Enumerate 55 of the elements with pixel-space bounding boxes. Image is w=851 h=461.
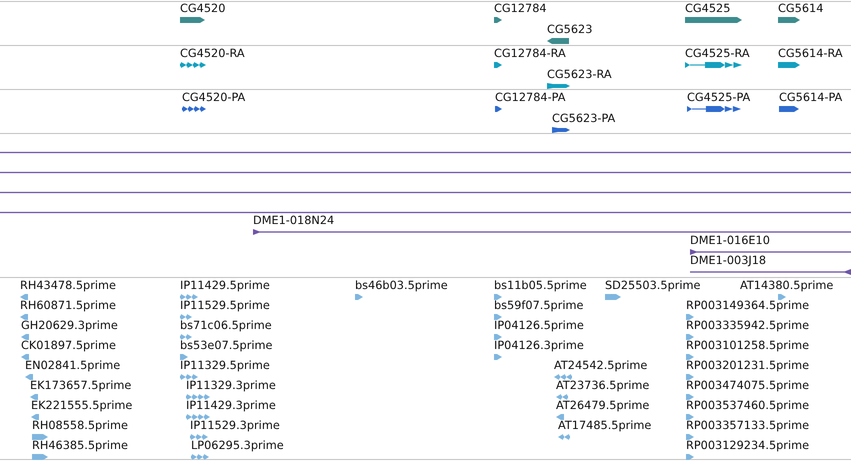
feature-label: CG5614-RA [778, 47, 843, 60]
feature-label: RP003537460.5prime [686, 399, 810, 412]
feature-label: RH46385.5prime [32, 439, 128, 452]
feature-label: DME1-018N24 [253, 214, 334, 227]
feature-label: RP003129234.5prime [686, 439, 810, 452]
feature-label: CK01897.5prime [21, 339, 116, 352]
feature-label: AT26479.5prime [556, 399, 650, 412]
feature-label: IP11429.5prime [180, 279, 270, 292]
feature-label: EK173657.5prime [30, 379, 132, 392]
feature-label: GH20629.3prime [21, 319, 118, 332]
feature-label: CG5614 [778, 2, 824, 15]
feature-label: CG4525-PA [687, 91, 750, 104]
feature-label: DME1-016E10 [690, 234, 770, 247]
feature-label: bs11b05.5prime [494, 279, 587, 292]
feature-label: RH60871.5prime [20, 299, 116, 312]
feature-label: bs46b03.5prime [355, 279, 448, 292]
feature-label: IP11429.3prime [186, 399, 276, 412]
feature-label: CG4525 [685, 2, 730, 15]
feature-label: SD25503.5prime [605, 279, 700, 292]
feature-label: CG12784 [494, 2, 547, 15]
feature-label: CG4520 [180, 2, 226, 15]
feature-label: IP11329.5prime [180, 359, 270, 372]
feature-label: CG5623-PA [552, 112, 616, 125]
feature-label: bs71c06.5prime [180, 319, 272, 332]
feature-label: RP003474075.5prime [686, 379, 810, 392]
feature-label: bs59f07.5prime [494, 299, 584, 312]
feature-label: CG5623 [547, 23, 592, 36]
feature-label: RP003335942.5prime [686, 319, 810, 332]
feature-label: AT23736.5prime [556, 379, 650, 392]
feature-label: RH43478.5prime [20, 279, 116, 292]
feature-label: IP11529.3prime [190, 419, 280, 432]
feature-label: CG12784-RA [494, 47, 566, 60]
feature-label: RH08558.5prime [32, 419, 128, 432]
feature-label: AT24542.5prime [554, 359, 648, 372]
feature-label: RP003201231.5prime [686, 359, 810, 372]
feature-label: EK221555.5prime [31, 399, 132, 412]
feature-label: LP06295.3prime [191, 439, 284, 452]
feature-label: CG4520-PA [182, 91, 246, 104]
feature-label: IP04126.3prime [494, 339, 584, 352]
feature-label: IP11529.5prime [180, 299, 270, 312]
feature-label: AT17485.5prime [558, 419, 652, 432]
feature-label: RP003101258.5prime [686, 339, 810, 352]
feature-label: CG4525-RA [685, 47, 750, 60]
feature-label: AT14380.5prime [740, 279, 834, 292]
feature-label: CG12784-PA [495, 91, 566, 104]
feature-label: IP04126.5prime [494, 319, 584, 332]
feature-label: CG4520-RA [180, 47, 245, 60]
feature-label: IP11329.3prime [186, 379, 276, 392]
feature-label: DME1-003J18 [690, 254, 766, 267]
feature-label: CG5623-RA [547, 68, 612, 81]
feature-label: CG5614-PA [779, 91, 842, 104]
feature-label: bs53e07.5prime [180, 339, 272, 352]
feature-label: RP003357133.5prime [686, 419, 810, 432]
feature-label: EN02841.5prime [25, 359, 120, 372]
feature-label: RP003149364.5prime [686, 299, 810, 312]
